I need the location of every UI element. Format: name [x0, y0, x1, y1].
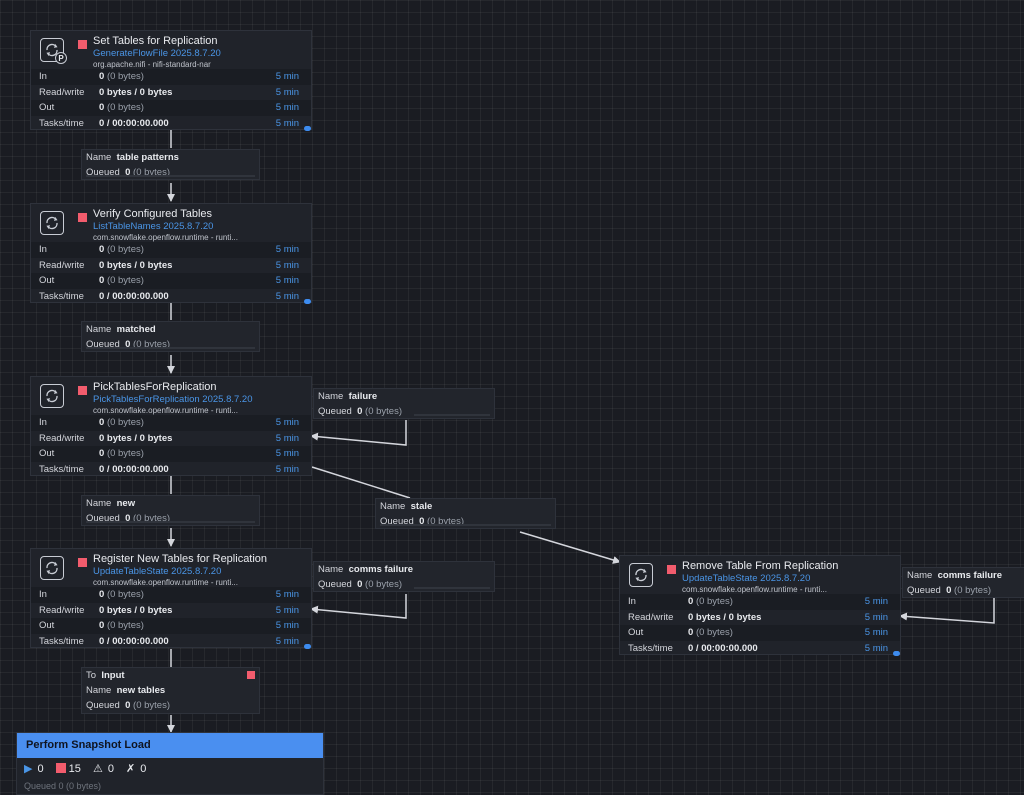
queue-bar — [414, 414, 490, 416]
warning-icon: ⚠ — [92, 763, 103, 775]
processor-title: Register New Tables for Replication — [93, 553, 268, 565]
queue-bar — [86, 347, 255, 349]
processor-set-tables[interactable]: P Set Tables for Replication GenerateFlo… — [30, 30, 312, 131]
processor-icon — [629, 563, 653, 587]
stopped-status-icon — [78, 40, 87, 49]
stopped-count: 15 — [68, 763, 81, 775]
primary-node-badge-icon: P — [55, 52, 67, 64]
stopped-status-icon — [78, 558, 87, 567]
comments-icon[interactable] — [893, 651, 900, 656]
processor-bundle: com.snowflake.openflow.runtime - runti..… — [682, 585, 827, 594]
processor-title: PickTablesForReplication — [93, 381, 217, 393]
processor-verify-tables[interactable]: Verify Configured Tables ListTableNames … — [30, 203, 312, 304]
processor-bundle: org.apache.nifi - nifi-standard-nar — [93, 60, 211, 69]
queue-bar — [86, 175, 255, 177]
process-group-snapshot-load[interactable]: Perform Snapshot Load ▶ 0 15 ⚠ 0 ✗ 0 Queued… — [16, 732, 324, 795]
connection-matched[interactable]: Name matched Queued 0 (0 bytes) — [81, 321, 260, 352]
processor-bundle: com.snowflake.openflow.runtime - runti..… — [93, 406, 238, 415]
processor-bundle: com.snowflake.openflow.runtime - runti..… — [93, 233, 238, 242]
queue-bar — [414, 587, 490, 589]
stopped-status-icon — [667, 565, 676, 574]
queue-bar — [380, 524, 551, 526]
connection-failure[interactable]: Name failure Queued 0 (0 bytes) — [313, 388, 495, 419]
queue-bar — [86, 521, 255, 523]
comments-icon[interactable] — [304, 299, 311, 304]
stopped-status-icon — [78, 386, 87, 395]
running-count: 0 — [37, 763, 44, 775]
stopped-icon — [55, 763, 66, 773]
process-group-footer: Queued 0 (0 bytes) — [24, 781, 102, 791]
disabled-icon: ✗ — [126, 763, 136, 775]
processor-icon — [40, 384, 64, 408]
stopped-status-icon — [78, 213, 87, 222]
processor-icon — [40, 556, 64, 580]
process-group-title: Perform Snapshot Load — [17, 733, 323, 758]
comments-icon[interactable] — [304, 644, 311, 649]
processor-icon — [40, 211, 64, 235]
processor-register-new-tables[interactable]: Register New Tables for Replication Upda… — [30, 548, 312, 649]
processor-bundle: com.snowflake.openflow.runtime - runti..… — [93, 578, 238, 587]
processor-icon — [40, 38, 64, 62]
processor-remove-table[interactable]: Remove Table From Replication UpdateTabl… — [619, 555, 901, 656]
processor-type-link[interactable]: UpdateTableState 2025.8.7.20 — [93, 566, 222, 577]
processor-pick-tables[interactable]: PickTablesForReplication PickTablesForRe… — [30, 376, 312, 476]
connection-stale[interactable]: Name stale Queued 0 (0 bytes) — [375, 498, 556, 529]
connection-new[interactable]: Name new Queued 0 (0 bytes) — [81, 495, 260, 526]
connection-table-patterns[interactable]: Name table patterns Queued 0 (0 bytes) — [81, 149, 260, 180]
stopped-status-icon — [247, 671, 255, 679]
connection-new-tables[interactable]: To Input Name new tables Queued 0 (0 byt… — [81, 667, 260, 714]
invalid-count: 0 — [107, 763, 114, 775]
disabled-count: 0 — [140, 763, 147, 775]
process-group-stats: ▶ 0 15 ⚠ 0 ✗ 0 — [17, 758, 323, 780]
comments-icon[interactable] — [304, 126, 311, 131]
processor-type-link[interactable]: GenerateFlowFile 2025.8.7.20 — [93, 48, 221, 59]
connection-comms-failure[interactable]: Name comms failure Queued 0 (0 bytes) — [313, 561, 495, 592]
processor-type-link[interactable]: PickTablesForReplication 2025.8.7.20 — [93, 394, 253, 405]
processor-type-link[interactable]: ListTableNames 2025.8.7.20 — [93, 221, 214, 232]
processor-type-link[interactable]: UpdateTableState 2025.8.7.20 — [682, 573, 811, 584]
processor-title: Remove Table From Replication — [682, 560, 839, 572]
processor-title: Set Tables for Replication — [93, 35, 218, 47]
processor-title: Verify Configured Tables — [93, 208, 213, 220]
running-icon: ▶ — [24, 763, 33, 775]
connection-comms-failure-right[interactable]: Name comms failure Queued 0 (0 bytes) — [902, 567, 1024, 598]
